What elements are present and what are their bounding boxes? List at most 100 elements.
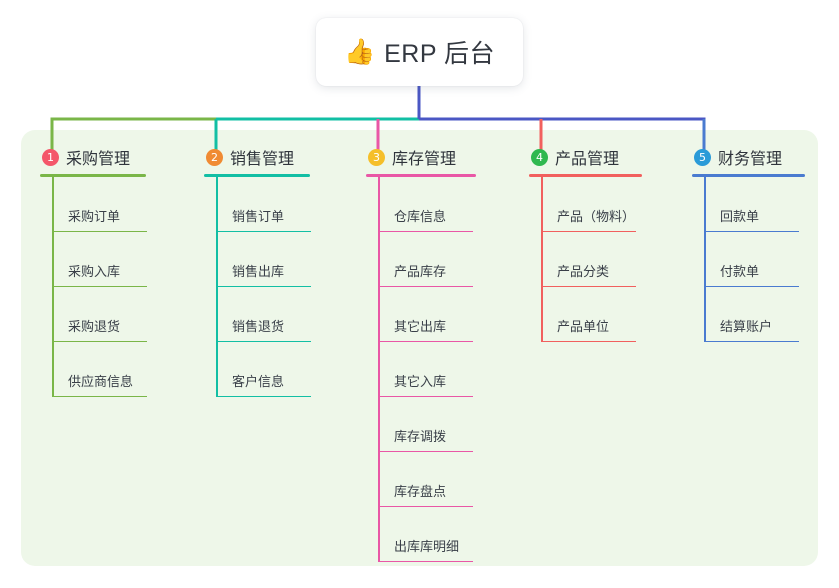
column-5: 5 财务管理回款单付款单结算账户 [692, 146, 839, 342]
item-label: 其它出库 [394, 319, 447, 334]
column-items: 仓库信息产品库存其它出库其它入库库存调拨库存盘点出库库明细 [366, 177, 516, 562]
item-label: 采购订单 [68, 209, 121, 224]
content-panel [21, 130, 818, 566]
list-item[interactable]: 产品分类 [529, 232, 679, 287]
list-item[interactable]: 供应商信息 [40, 342, 190, 397]
item-label: 供应商信息 [68, 374, 134, 389]
item-connector [52, 232, 54, 287]
column-title: 财务管理 [718, 151, 783, 168]
item-label: 产品单位 [557, 319, 610, 334]
column-badge-icon: 4 [531, 148, 548, 166]
item-label: 其它入库 [394, 374, 447, 389]
item-label: 产品分类 [557, 264, 610, 279]
list-item[interactable]: 产品库存 [366, 232, 516, 287]
root-node-erp-backend[interactable]: 👍 ERP 后台 [316, 18, 523, 86]
item-connector [704, 177, 706, 232]
item-connector [378, 287, 380, 342]
column-header-4[interactable]: 4 产品管理 [529, 146, 679, 168]
column-items: 采购订单采购入库采购退货供应商信息 [40, 177, 190, 397]
list-item[interactable]: 销售退货 [204, 287, 354, 342]
list-item[interactable]: 结算账户 [692, 287, 839, 342]
thumbs-up-icon: 👍 [343, 37, 376, 66]
item-underline [704, 285, 799, 287]
column-header-5[interactable]: 5 财务管理 [692, 146, 839, 168]
item-underline [378, 560, 473, 562]
column-underline [692, 174, 805, 177]
list-item[interactable]: 产品（物料） [529, 177, 679, 232]
column-underline [529, 174, 642, 177]
item-connector [52, 342, 54, 397]
column-badge-icon: 5 [694, 148, 711, 166]
item-underline [541, 340, 636, 342]
item-connector [52, 177, 54, 232]
item-connector [541, 287, 543, 342]
list-item[interactable]: 库存盘点 [366, 452, 516, 507]
list-item[interactable]: 销售出库 [204, 232, 354, 287]
item-label: 库存盘点 [394, 484, 447, 499]
item-label: 仓库信息 [394, 209, 447, 224]
column-badge-icon: 2 [206, 148, 223, 166]
item-label: 采购退货 [68, 319, 121, 334]
list-item[interactable]: 回款单 [692, 177, 839, 232]
item-underline [704, 340, 799, 342]
item-underline [216, 285, 311, 287]
item-underline [216, 395, 311, 397]
item-underline [378, 505, 473, 507]
list-item[interactable]: 出库库明细 [366, 507, 516, 562]
item-underline [216, 230, 311, 232]
column-items: 销售订单销售出库销售退货客户信息 [204, 177, 354, 397]
list-item[interactable]: 付款单 [692, 232, 839, 287]
item-underline [704, 230, 799, 232]
list-item[interactable]: 销售订单 [204, 177, 354, 232]
column-underline [204, 174, 310, 177]
item-connector [378, 342, 380, 397]
item-connector [541, 177, 543, 232]
list-item[interactable]: 采购退货 [40, 287, 190, 342]
column-title: 库存管理 [392, 151, 457, 168]
item-underline [52, 395, 147, 397]
column-items: 回款单付款单结算账户 [692, 177, 839, 342]
item-label: 付款单 [720, 264, 760, 279]
item-underline [378, 285, 473, 287]
list-item[interactable]: 其它出库 [366, 287, 516, 342]
list-item[interactable]: 采购入库 [40, 232, 190, 287]
item-connector [378, 397, 380, 452]
item-underline [52, 285, 147, 287]
list-item[interactable]: 产品单位 [529, 287, 679, 342]
list-item[interactable]: 采购订单 [40, 177, 190, 232]
item-label: 销售退货 [232, 319, 285, 334]
column-4: 4 产品管理产品（物料） 产品分类产品单位 [529, 146, 679, 342]
item-connector [704, 287, 706, 342]
list-item[interactable]: 其它入库 [366, 342, 516, 397]
item-label: 产品（物料） [557, 209, 636, 224]
item-connector [541, 232, 543, 287]
page-title: ERP 后台 [384, 40, 496, 68]
item-underline [216, 340, 311, 342]
list-item[interactable]: 客户信息 [204, 342, 354, 397]
list-item[interactable]: 库存调拨 [366, 397, 516, 452]
column-title: 产品管理 [555, 151, 620, 168]
item-label: 采购入库 [68, 264, 121, 279]
item-underline [378, 450, 473, 452]
item-connector [216, 177, 218, 232]
item-label: 结算账户 [720, 319, 773, 334]
column-underline [40, 174, 146, 177]
list-item[interactable]: 仓库信息 [366, 177, 516, 232]
item-connector [378, 452, 380, 507]
item-label: 出库库明细 [394, 539, 460, 554]
column-underline [366, 174, 476, 177]
column-items: 产品（物料） 产品分类产品单位 [529, 177, 679, 342]
item-label: 库存调拨 [394, 429, 447, 444]
item-underline [378, 340, 473, 342]
column-badge-icon: 1 [42, 148, 59, 166]
item-connector [216, 287, 218, 342]
item-underline [541, 285, 636, 287]
item-connector [216, 342, 218, 397]
